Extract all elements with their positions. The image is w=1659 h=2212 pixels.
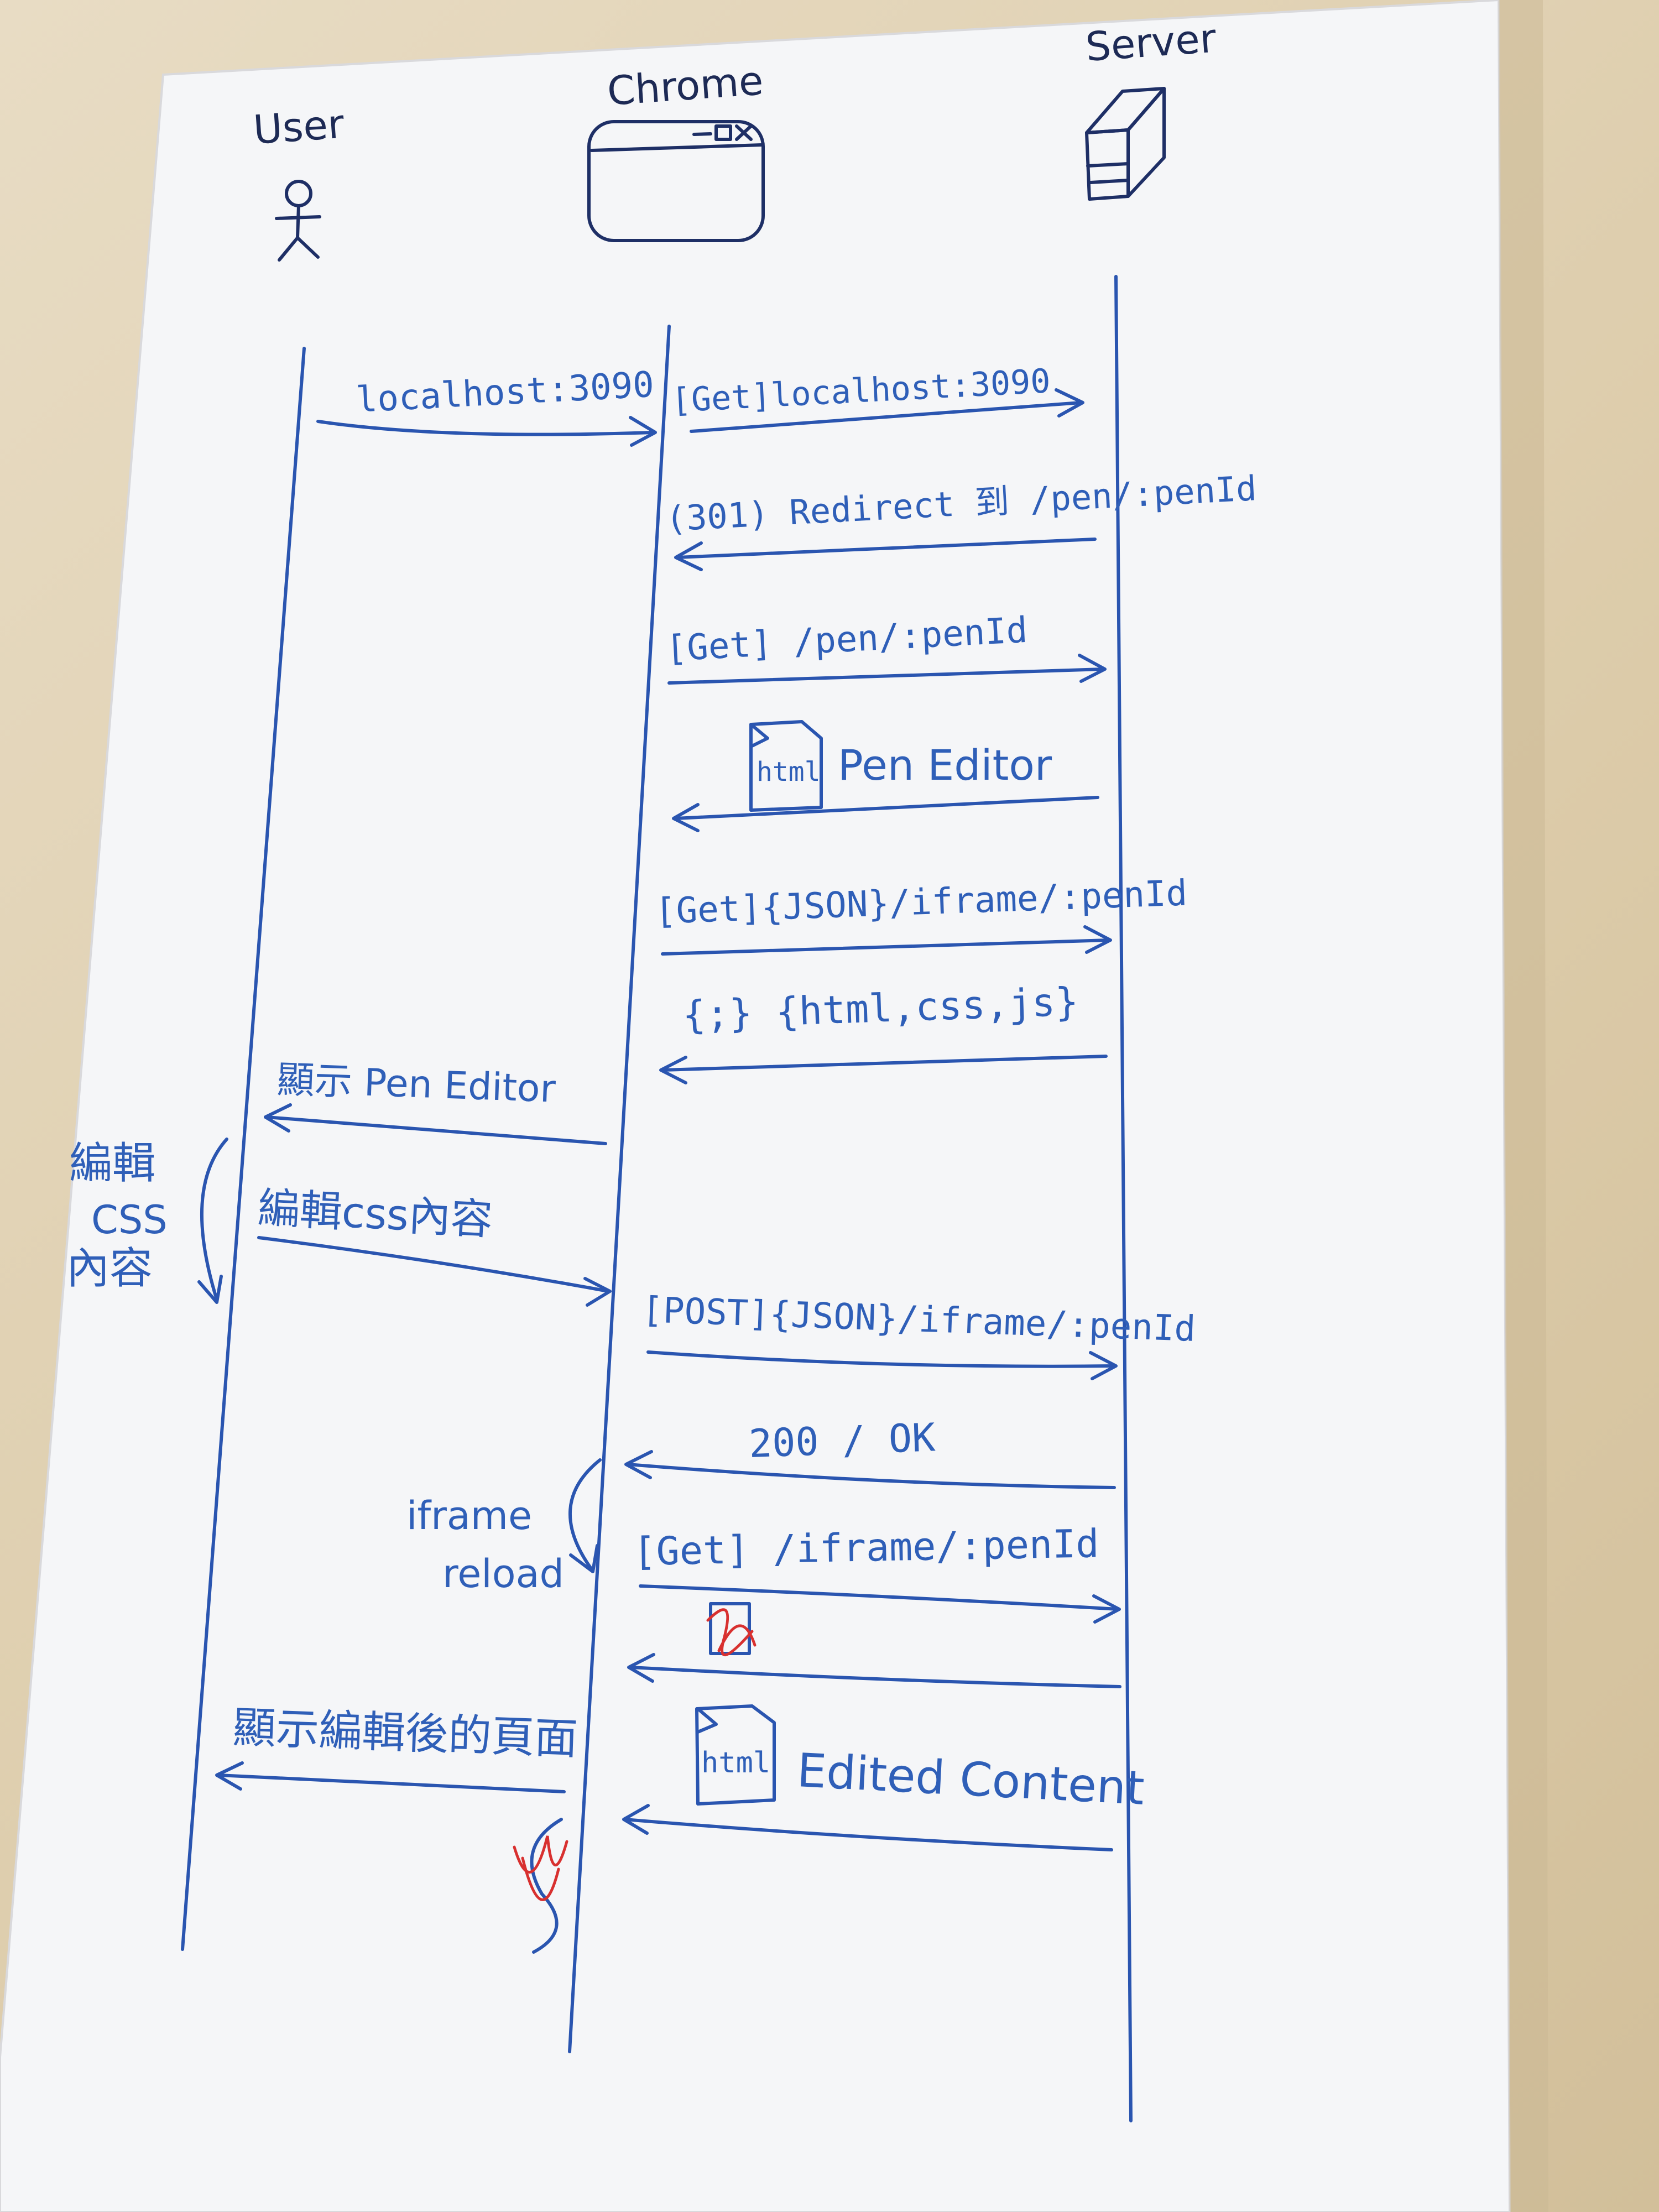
message-label: 顯示 Pen Editor	[276, 1058, 556, 1112]
message-label: 編輯css內容	[257, 1183, 494, 1244]
note-line-1: 編輯	[69, 1139, 155, 1188]
message-label: 顯示編輯後的頁面	[232, 1703, 578, 1765]
message-show-edited-page-chrome-to-user: 顯示編輯後的頁面	[215, 1703, 578, 1793]
message-label: 200 / OK	[748, 1415, 936, 1467]
actor-chrome-label: Chrome	[606, 57, 765, 114]
note-edit-css-self-action: 編輯 CSS 內容	[66, 1138, 228, 1304]
correction-scribble	[513, 1818, 568, 1954]
user-stick-figure-icon	[275, 180, 321, 262]
message-get-iframe-chrome-to-server: [Get] /iframe/:penId	[633, 1521, 1121, 1624]
actor-server-label: Server	[1084, 15, 1218, 70]
message-pen-editor-html-server-to-chrome: html Pen Editor	[672, 720, 1099, 832]
note-line-2: CSS	[91, 1197, 168, 1243]
message-200-ok-server-to-chrome: 200 / OK	[624, 1415, 1116, 1489]
browser-window-icon	[587, 120, 765, 242]
server-lifeline	[1114, 275, 1133, 2122]
actor-user-label: User	[252, 101, 346, 153]
note-line-2: reload	[442, 1551, 564, 1597]
note-line-1: iframe	[406, 1493, 532, 1538]
note-line-3: 內容	[66, 1244, 153, 1293]
html-file-icon: html	[695, 1704, 776, 1806]
user-lifeline	[181, 347, 306, 1951]
chrome-lifeline	[568, 325, 671, 2053]
message-label: Pen Editor	[838, 740, 1052, 790]
message-edit-css-user-to-chrome: 編輯css內容	[257, 1183, 612, 1307]
note-iframe-reload-self-action: iframe reload	[406, 1458, 602, 1597]
paper-shadow	[1499, 0, 1548, 2212]
html-file-icon: html	[749, 720, 823, 812]
crossed-out-html-return	[627, 1602, 1121, 1688]
message-show-pen-editor-chrome-to-user: 顯示 Pen Editor	[264, 1058, 607, 1145]
server-box-icon	[1085, 87, 1166, 201]
paper-sheet	[0, 0, 1511, 2212]
message-label: [Get] /iframe/:penId	[633, 1521, 1099, 1574]
file-icon-label: html	[701, 1746, 770, 1780]
file-icon-label: html	[757, 757, 821, 787]
